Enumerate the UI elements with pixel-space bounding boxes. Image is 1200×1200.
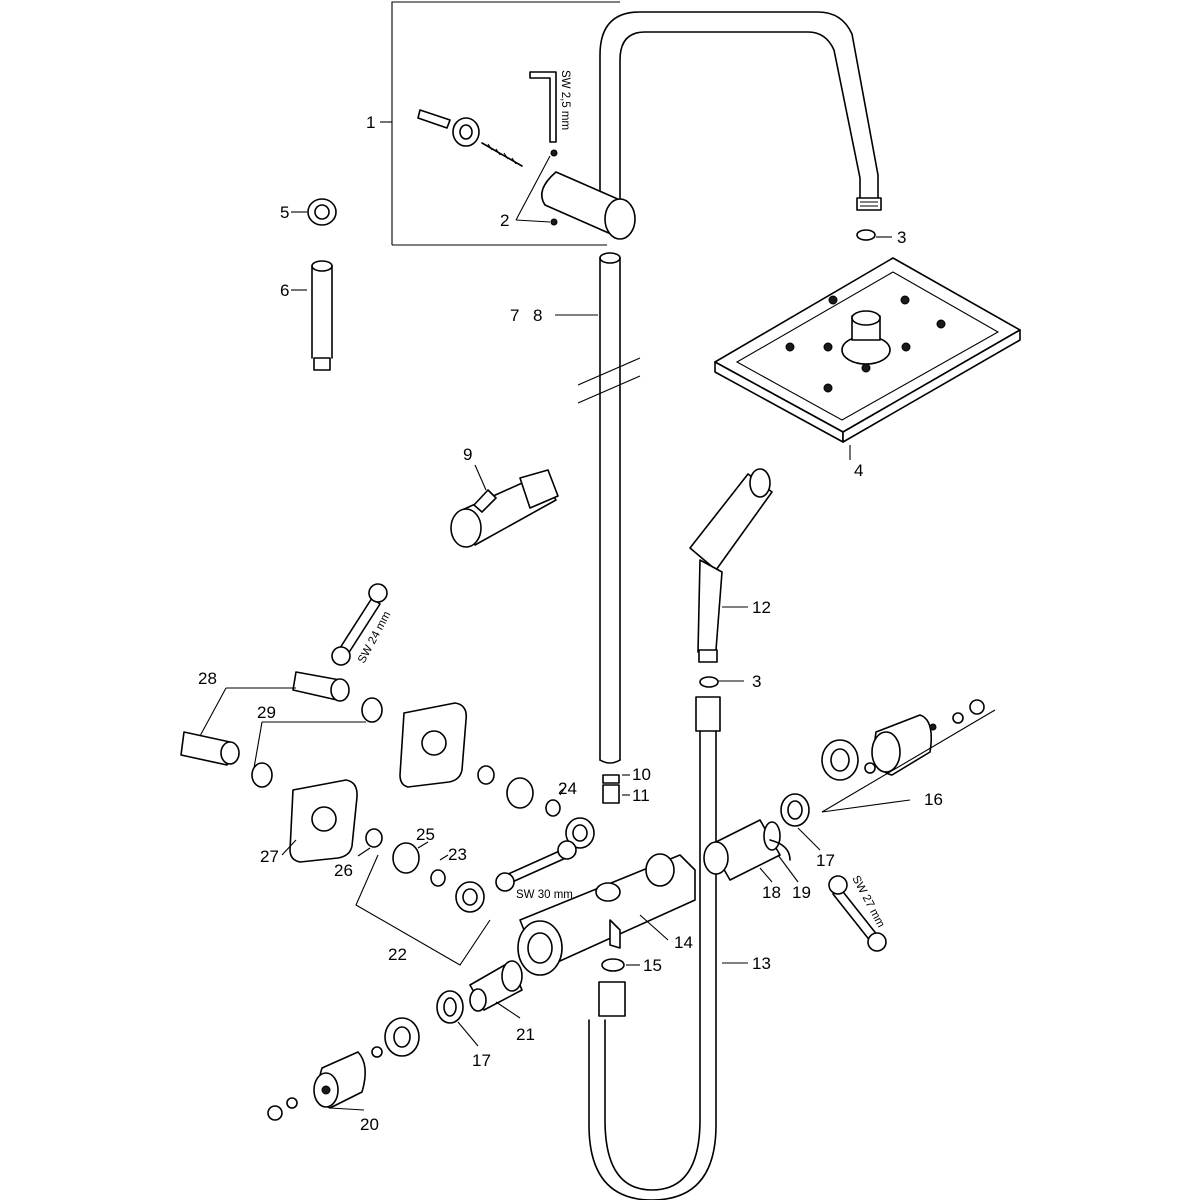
- thermostat-body: [517, 853, 696, 976]
- callout-11: 11: [632, 786, 650, 805]
- callout-18: 18: [762, 883, 781, 902]
- hex-key-size-label: SW 2,5 mm: [559, 70, 571, 130]
- hand-shower: [689, 468, 773, 663]
- callout-24: 24: [558, 779, 577, 798]
- clip-item-19: [769, 839, 791, 861]
- wrench-30-size-label: SW 30 mm: [516, 889, 573, 901]
- washer-item-3-mid: [699, 676, 719, 688]
- callout-10: 10: [632, 765, 651, 784]
- wrench-24-tool: [331, 583, 388, 666]
- wrench-27-tool: [828, 875, 887, 952]
- callout-28: 28: [198, 669, 217, 688]
- bracket-kit-frame: [391, 1, 620, 246]
- callout-17-left: 17: [472, 1051, 491, 1070]
- handle-set-item-20: [267, 1017, 420, 1121]
- callout-19: 19: [792, 883, 811, 902]
- callout-13: 13: [752, 954, 771, 973]
- nut-item-5: [307, 198, 337, 226]
- callout-14: 14: [674, 933, 693, 952]
- callout-16: 16: [924, 790, 943, 809]
- cartridge-item-18: [703, 819, 781, 881]
- callout-labels: 1 2 3 4 5 6 7 8 9 10 11 12 3 13 14 15 16…: [198, 113, 943, 1134]
- callout-4: 4: [854, 461, 863, 480]
- callout-26: 26: [334, 861, 353, 880]
- nut-item-17-left: [436, 990, 464, 1024]
- callout-6: 6: [280, 281, 289, 300]
- leader-lines: [199, 121, 911, 1111]
- callout-17-right: 17: [816, 851, 835, 870]
- hand-shower-holder-slider: [450, 469, 559, 548]
- callout-22: 22: [388, 945, 407, 964]
- riser-pipe: [577, 252, 641, 764]
- callout-8: 8: [533, 306, 542, 325]
- wrench-30-tool: [495, 840, 577, 892]
- callout-3-top: 3: [897, 228, 906, 247]
- hex-key-tool: [529, 71, 557, 143]
- callout-2: 2: [500, 211, 509, 230]
- extension-pipe-item-6: [311, 260, 333, 371]
- fixing-set: [417, 109, 523, 167]
- washer-item-15: [601, 958, 625, 972]
- callout-3-mid: 3: [752, 672, 761, 691]
- shower-arm: [599, 11, 882, 211]
- callout-12: 12: [752, 598, 771, 617]
- handle-set-item-16: [821, 699, 985, 781]
- wall-connection-parts: [180, 671, 595, 913]
- shower-hose: [588, 696, 721, 1200]
- callout-29: 29: [257, 703, 276, 722]
- callout-1: 1: [366, 113, 375, 132]
- washer-item-3-top: [856, 229, 876, 241]
- overhead-shower-head: [714, 257, 1021, 443]
- callout-15: 15: [643, 956, 662, 975]
- item-16-bracket: [821, 709, 996, 813]
- connector-items-10-11: [602, 774, 620, 804]
- wall-bracket-holder: [541, 149, 636, 240]
- callout-5: 5: [280, 203, 289, 222]
- callout-21: 21: [516, 1025, 535, 1044]
- callout-7: 7: [510, 306, 519, 325]
- callout-9: 9: [463, 445, 472, 464]
- callout-23: 23: [448, 845, 467, 864]
- cartridge-item-21: [469, 960, 523, 1012]
- callout-20: 20: [360, 1115, 379, 1134]
- callout-25: 25: [416, 825, 435, 844]
- nut-item-17-right: [780, 793, 810, 827]
- callout-27: 27: [260, 847, 279, 866]
